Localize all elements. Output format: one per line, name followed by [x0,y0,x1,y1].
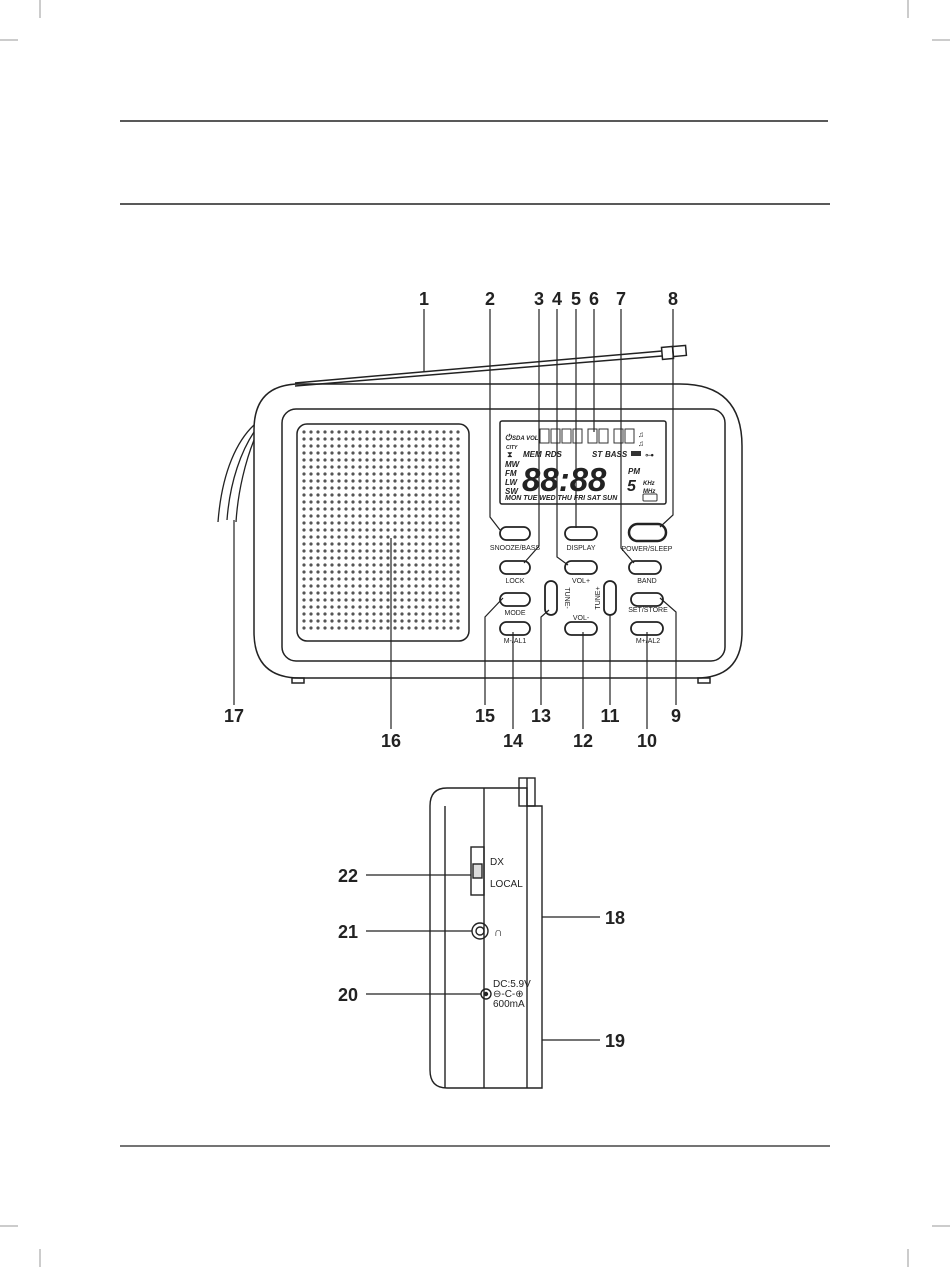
alarm-bell-icon-2: ♫ [638,439,644,448]
band-label: BAND [637,578,656,585]
callout-18: 18 [605,908,625,928]
dx-label: DX [490,857,504,868]
lcd-content: ⏻ SDA VOL CITY ♫ ♫ ⧗ MEM RDS ST BASS ⊶ M… [505,429,657,502]
power-sleep-label: POWER/SLEEP [622,546,673,553]
battery-icon [643,494,657,501]
callout-7: 7 [616,289,626,309]
callout-20: 20 [338,985,358,1005]
callout-5: 5 [571,289,581,309]
side-leader-lines [366,875,600,1040]
radio-side-view [430,778,542,1088]
vol-down-label: VOL- [573,615,590,622]
radio-body [254,384,742,678]
side-labels: DX LOCAL ∩ DC:5.9V ⊖-C-⊕ 600mA [490,857,531,1010]
speaker-holes [302,430,459,629]
side-body [430,788,542,1088]
mode-button[interactable] [500,593,530,606]
lcd-sda-vol: SDA VOL [512,436,539,442]
lcd-days: MON TUE WED THU FRI SAT SUN [505,495,618,502]
leader-lines [234,309,676,729]
lock-button[interactable] [500,561,530,574]
radio-front-view [218,345,742,683]
hourglass-icon: ⧗ [507,450,513,459]
callout-11: 11 [600,706,619,726]
key-lock-icon: ⊶ [645,450,654,460]
lcd-bass: BASS [605,450,628,459]
callout-17: 17 [224,706,244,726]
callout-15: 15 [475,706,495,726]
m-al2-label: M+/AL2 [636,638,660,645]
snooze-bass-button[interactable] [500,527,530,540]
lcd-digit-5: 5 [627,478,637,495]
carry-strap [218,425,254,522]
local-label: LOCAL [490,879,523,890]
display-button[interactable] [565,527,597,540]
callout-3: 3 [534,289,544,309]
signal-icon [631,451,641,456]
snooze-bass-label: SNOOZE/BASS [490,545,541,552]
callout-22: 22 [338,866,358,886]
callout-8: 8 [668,289,678,309]
callout-12: 12 [573,731,593,751]
vol-up-button[interactable] [565,561,597,574]
lcd-text-segments [540,429,634,443]
lock-label: LOCK [505,578,524,585]
set-store-button[interactable] [631,593,663,606]
callout-19: 19 [605,1031,625,1051]
tune-up-button[interactable] [604,581,616,615]
vol-up-label: VOL+ [572,578,590,585]
headphone-jack[interactable] [472,923,488,939]
page-rules [120,121,830,1146]
side-callouts: 22 21 20 18 19 [338,866,625,1051]
lcd-band-lw: LW [505,478,518,487]
callout-13: 13 [531,706,551,726]
dc-label-3: 600mA [493,999,525,1010]
set-store-label: SET/STORE [628,607,668,614]
vol-down-button[interactable] [565,622,597,635]
speaker-grille [297,424,469,641]
callout-4: 4 [552,289,562,309]
display-label: DISPLAY [566,545,595,552]
callout-2: 2 [485,289,495,309]
callout-14: 14 [503,731,523,751]
m-al1-button[interactable] [500,622,530,635]
callout-21: 21 [338,922,358,942]
mode-label: MODE [505,610,526,617]
callout-16: 16 [381,731,401,751]
tune-down-button[interactable] [545,581,557,615]
tune-down-label: TUNE- [563,587,570,609]
lcd-band-mw: MW [505,460,521,469]
callout-9: 9 [671,706,681,726]
callout-6: 6 [589,289,599,309]
headphone-icon: ∩ [494,925,503,939]
lcd-st: ST [592,450,603,459]
lcd-band-fm: FM [505,469,517,478]
lcd-rds: RDS [545,450,563,459]
alarm-bell-icon: ♫ [638,430,644,439]
lcd-khz: KHz [643,481,655,487]
callout-1: 1 [419,289,429,309]
antenna [295,345,686,386]
callout-10: 10 [637,731,657,751]
m-al1-label: M-/AL1 [504,638,527,645]
lcd-clock: 88:88 [522,461,607,498]
lcd-pm: PM [628,467,640,476]
tune-up-label: TUNE+ [595,586,602,609]
